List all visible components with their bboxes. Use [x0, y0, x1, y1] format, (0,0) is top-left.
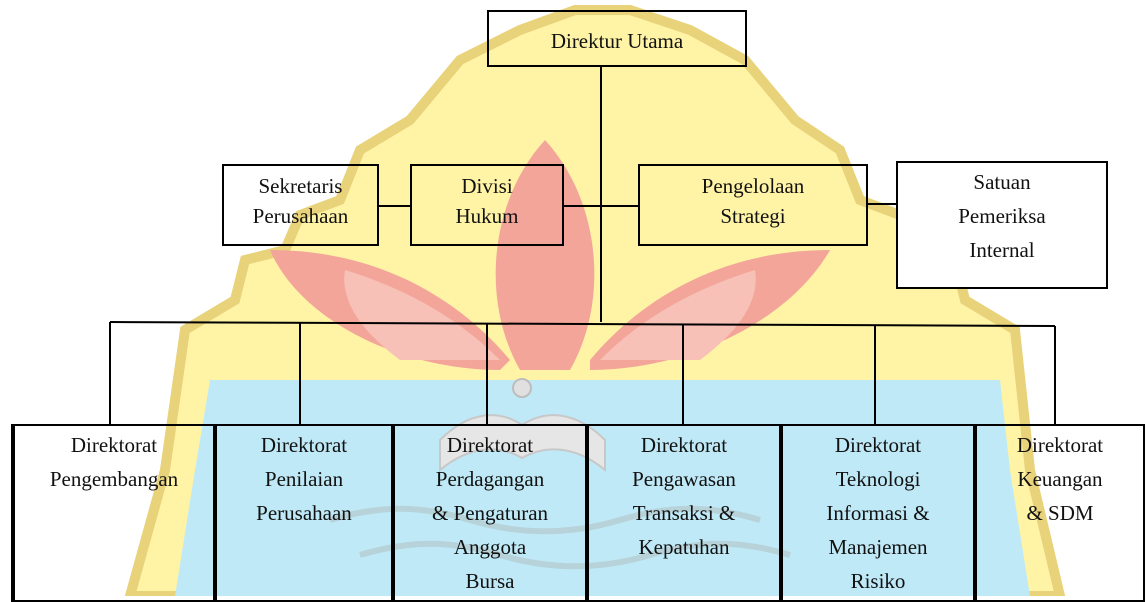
box-text: Pengawasan [632, 467, 736, 491]
box-text: & SDM [1026, 501, 1094, 525]
box-text: Sekretaris [258, 174, 343, 198]
box-direktorat-pengembangan: Direktorat Pengembangan [11, 424, 215, 602]
box-text: Pemeriksa [958, 204, 1046, 228]
box-text: Pengembangan [49, 467, 179, 491]
box-text: Perusahaan [252, 204, 349, 228]
watermark-wave-2 [359, 540, 791, 570]
box-satuan-pemeriksa-internal: Satuan Pemeriksa Internal [896, 161, 1108, 289]
box-text: Keuangan [1017, 467, 1103, 491]
box-text: Perusahaan [256, 501, 352, 525]
box-text: & Pengaturan [431, 501, 549, 525]
watermark-water [175, 380, 1030, 596]
box-direktorat-penilaian: Direktorat Penilaian Perusahaan [213, 424, 393, 602]
box-text: Pengelolaan [701, 174, 805, 198]
box-text: Direktorat [70, 433, 158, 457]
directorate-bus [109, 321, 1056, 327]
box-text: Informasi & [826, 501, 930, 525]
box-text: Direktorat [446, 433, 534, 457]
box-text: Bursa [465, 569, 515, 593]
box-text: Direktorat [260, 433, 348, 457]
box-text: Kepatuhan [638, 535, 730, 559]
box-text: Manajemen [828, 535, 928, 559]
box-text: Anggota [453, 535, 527, 559]
box-direktur-utama: Direktur Utama [487, 10, 747, 67]
box-text: Teknologi [835, 467, 921, 491]
watermark-wave-1 [329, 505, 761, 535]
box-text: Transaksi & [632, 501, 736, 525]
watermark-petal-left-inner [344, 270, 500, 360]
box-text: Penilaian [264, 467, 344, 491]
box-text: Direktorat [640, 433, 728, 457]
watermark-petal-center [495, 140, 595, 370]
box-pengelolaan-strategi: Pengelolaan Strategi [638, 164, 868, 246]
box-direktorat-keuangan: Direktorat Keuangan & SDM [973, 424, 1145, 602]
box-text: Internal [969, 238, 1035, 262]
box-text: Divisi [461, 174, 513, 198]
box-sekretaris-perusahaan: Sekretaris Perusahaan [222, 164, 379, 246]
box-text: Direktur Utama [550, 29, 684, 53]
box-text: Strategi [720, 204, 786, 228]
box-divisi-hukum: Divisi Hukum [410, 164, 564, 246]
watermark-stem-knob [512, 378, 532, 398]
box-text: Direktorat [1016, 433, 1104, 457]
box-text: Perdagangan [435, 467, 545, 491]
box-direktorat-perdagangan: Direktorat Perdagangan & Pengaturan Angg… [391, 424, 587, 602]
box-direktorat-pengawasan: Direktorat Pengawasan Transaksi & Kepatu… [585, 424, 781, 602]
box-text: Hukum [455, 204, 519, 228]
box-text: Risiko [850, 569, 906, 593]
watermark-book [439, 414, 606, 473]
box-direktorat-ti: Direktorat Teknologi Informasi & Manajem… [779, 424, 975, 602]
watermark-petal-right-inner [600, 270, 756, 360]
box-text: Direktorat [834, 433, 922, 457]
box-text: Satuan [973, 170, 1031, 194]
